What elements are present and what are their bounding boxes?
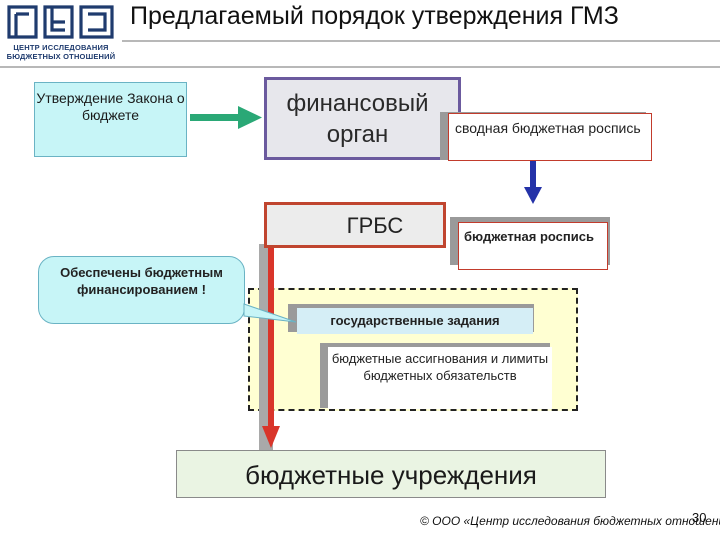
callout-box: Обеспечены бюджетным финансированием ! [38,256,245,324]
assignovaniya-box: бюджетные ассигнования и лимиты бюджетны… [328,347,552,409]
logo-line-2: БЮДЖЕТНЫХ ОТНОШЕНИЙ [6,52,116,61]
title-bar: Предлагаемый порядок утверждения ГМЗ [122,0,720,42]
law-approval-box: Утверждение Закона о бюджете [34,82,187,157]
header-divider [0,66,720,68]
callout-pointer [243,303,297,323]
red-arrow-icon [262,248,280,448]
svod-rospis-box: сводная бюджетная роспись [448,113,652,161]
fin-organ-box: финансовый орган [264,77,461,160]
page-title: Предлагаемый порядок утверждения ГМЗ [130,2,619,30]
gos-zadaniya-box: государственные задания [297,308,533,334]
budget-rospis-box: бюджетная роспись [458,222,608,270]
footer-copyright: © ООО «Центр исследования бюджетных отно… [420,514,720,528]
fin-organ-line-1: финансовый [286,90,429,117]
fin-organ-line-2: орган [326,121,389,148]
institutions-box: бюджетные учреждения [176,450,606,498]
logo-mark-icon [7,5,114,39]
blue-arrow-icon [524,161,542,204]
green-arrow-icon [190,106,262,129]
title-underline [122,40,720,42]
logo-line-1: ЦЕНТР ИССЛЕДОВАНИЯ [13,43,109,52]
grbs-box: ГРБС [264,202,446,248]
logo: ЦЕНТР ИССЛЕДОВАНИЯ БЮДЖЕТНЫХ ОТНОШЕНИЙ [4,2,118,64]
page-number: 30 [692,510,707,525]
